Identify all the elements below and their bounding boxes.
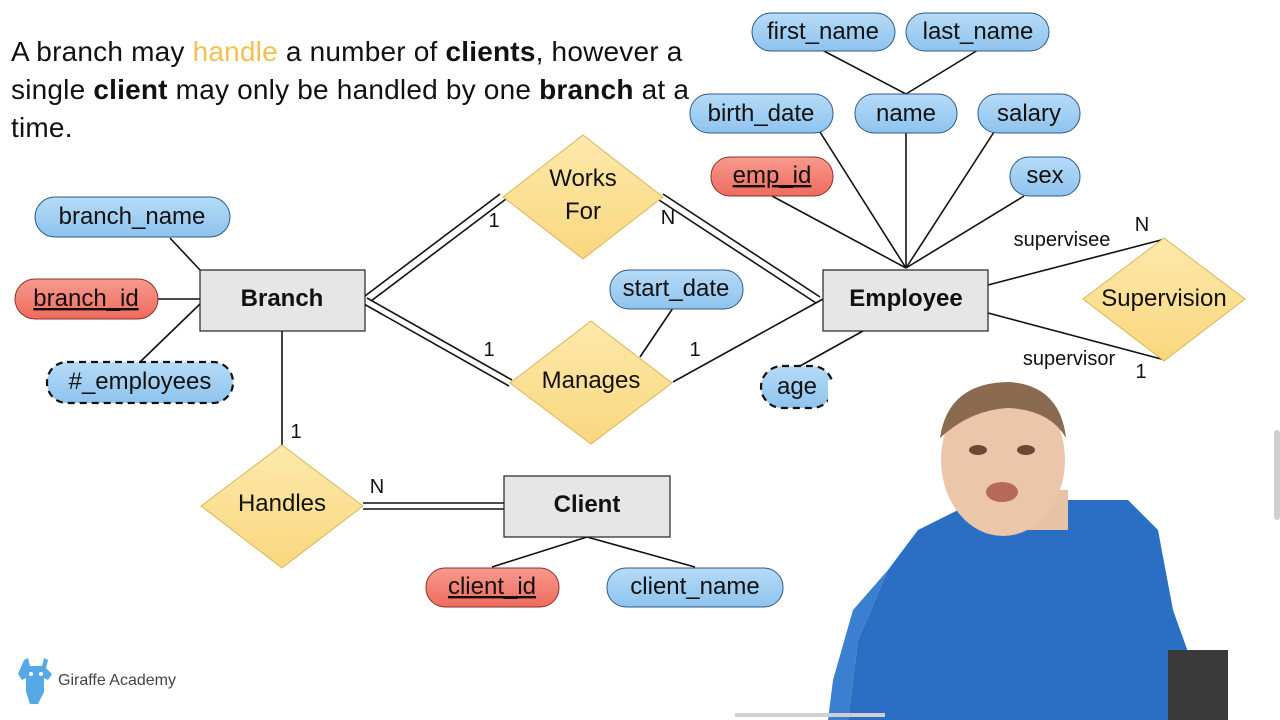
desc-part: a number of [277,36,446,67]
entity-client-label: Client [554,491,621,518]
relationship-manages-label: Manages [542,367,641,394]
attr-birth-date: birth_date [689,93,834,134]
desc-bold-clients: clients [445,36,536,67]
giraffe-icon [18,658,52,704]
card-manages-employee: 1 [689,339,700,361]
entity-client: Client [503,475,671,538]
attr-first-name: first_name [751,12,896,52]
attr-salary-label: salary [997,100,1061,127]
entity-employee: Employee [822,269,989,332]
role-supervisee: supervisee [1014,229,1111,251]
desc-bold-branch: branch [539,74,634,105]
desc-highlight-handle: handle [192,36,278,67]
attr-emp-id: emp_id [710,156,834,197]
attr-name: name [854,93,958,134]
role-supervisor: supervisor [1023,348,1116,370]
relationship-manages: Manages [509,320,673,445]
card-supervisor: 1 [1135,361,1146,383]
attr-age: age [759,364,835,410]
attr-client-name: client_name [606,567,784,608]
entity-branch-label: Branch [241,285,324,312]
entity-branch: Branch [199,269,366,332]
relationship-works-for: Works For [502,134,664,260]
attr-last-name-label: last_name [923,18,1034,45]
desc-part: , however a single [11,36,683,105]
desc-part: at a time. [11,74,690,143]
attr-branch-id-label: branch_id [33,285,138,312]
card-works-employee: N [661,207,675,229]
attr-sex-label: sex [1026,162,1063,189]
desc-part: A branch may [11,36,193,67]
card-manages-branch: 1 [483,339,494,361]
brand-logo: Giraffe Academy [16,656,176,706]
card-handles-client: N [370,476,384,498]
relationship-supervision: Supervision [1082,237,1246,362]
attr-num-employees: #_employees [45,360,235,405]
attr-last-name: last_name [905,12,1050,52]
attr-num-employees-label: #_employees [69,368,212,395]
card-supervisee: N [1135,214,1149,236]
scrollbar-thumb[interactable] [1274,430,1280,520]
card-works-branch: 1 [488,210,499,232]
brand-name: Giraffe Academy [58,672,176,689]
attr-client-id-label: client_id [448,573,536,600]
attr-first-name-label: first_name [767,18,879,45]
video-progress-bar[interactable] [735,713,885,717]
attr-client-id: client_id [425,567,560,608]
attr-branch-name-label: branch_name [59,203,206,230]
attr-name-label: name [876,100,936,127]
attr-branch-name: branch_name [34,196,231,238]
attr-emp-id-label: emp_id [733,162,812,189]
attr-age-label: age [777,373,817,400]
attr-branch-id: branch_id [14,278,159,320]
attr-client-name-label: client_name [630,573,759,600]
attr-start-date: start_date [609,269,744,310]
attr-birth-date-label: birth_date [708,100,815,127]
relationship-supervision-label: Supervision [1101,285,1226,312]
relationship-handles-label: Handles [238,490,326,517]
relationship-works-label-1: Works [549,165,617,192]
relationship-handles: Handles [200,444,364,569]
card-handles-branch: 1 [290,421,301,443]
relationship-works-label-2: For [565,198,601,225]
desc-part: may only be handled by one [167,74,540,105]
attr-sex: sex [1009,156,1081,197]
description-text: A branch may handle a number of clients,… [11,33,711,147]
double-lines [363,193,821,510]
attr-start-date-label: start_date [623,275,730,302]
attr-salary: salary [977,93,1081,134]
entity-employee-label: Employee [849,285,962,312]
connector-lines [139,49,1166,568]
presenter-image [828,380,1228,720]
desc-bold-client: client [93,74,168,105]
